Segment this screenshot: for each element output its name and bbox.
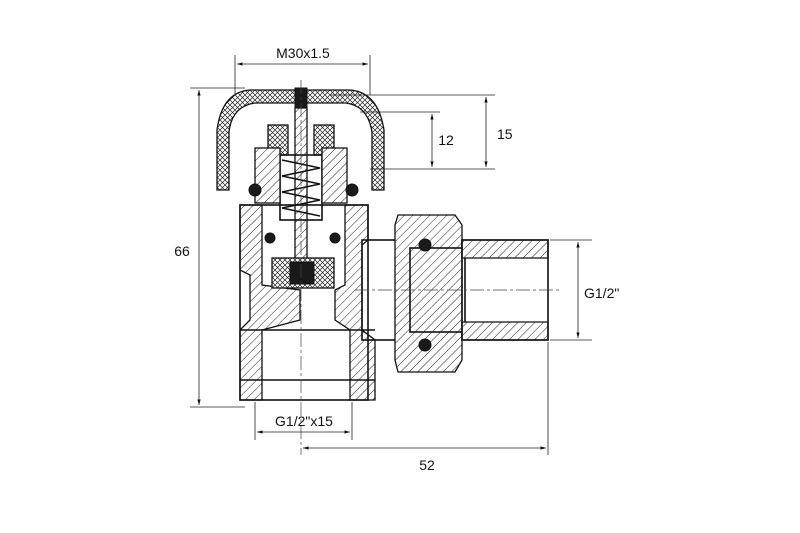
label-inlet-thread: G1/2"x15 [275,413,333,429]
label-height-15: 15 [497,126,513,142]
label-thread-top: M30x1.5 [276,45,330,61]
valve-body [239,204,376,401]
dim-heights-right: 12 15 [330,94,513,170]
dim-overall-length: 52 [303,342,549,473]
spindle-assembly [248,107,359,269]
dim-overall-height: 66 [174,87,245,408]
outlet-union [361,214,549,373]
dim-inlet-thread: G1/2"x15 [254,402,353,440]
label-outlet-thread: G1/2" [584,285,619,301]
label-overall-height: 66 [174,243,190,259]
label-height-12: 12 [438,132,454,148]
dim-outlet-thread: G1/2" [550,239,619,341]
label-overall-length: 52 [419,457,435,473]
centerlines [300,80,560,455]
dim-thread-top: M30x1.5 [234,45,371,95]
